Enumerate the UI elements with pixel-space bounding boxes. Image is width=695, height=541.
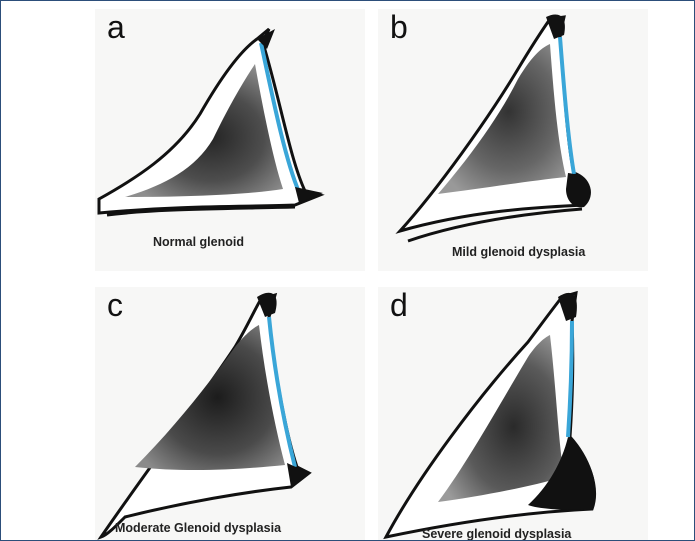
severe-dysplasia-illustration (378, 287, 648, 541)
normal-glenoid-illustration (95, 9, 365, 271)
caption-normal-glenoid: Normal glenoid (153, 235, 244, 249)
panel-moderate-dysplasia: c Moderate Glenoid dysplasia (95, 287, 365, 541)
caption-moderate-dysplasia: Moderate Glenoid dysplasia (115, 521, 281, 535)
panel-letter-a: a (107, 11, 125, 43)
panel-normal-glenoid: a Normal glenoid (95, 9, 365, 271)
caption-severe-dysplasia: Severe glenoid dysplasia (422, 527, 571, 541)
panel-letter-d: d (390, 289, 408, 321)
caption-mild-dysplasia: Mild glenoid dysplasia (452, 245, 585, 259)
moderate-dysplasia-illustration (95, 287, 365, 541)
panel-severe-dysplasia: d Severe glenoid dysplasia (378, 287, 648, 541)
panel-letter-b: b (390, 11, 408, 43)
panel-letter-c: c (107, 289, 123, 321)
panel-mild-dysplasia: b Mild glenoid dysplasia (378, 9, 648, 271)
mild-dysplasia-illustration (378, 9, 648, 271)
